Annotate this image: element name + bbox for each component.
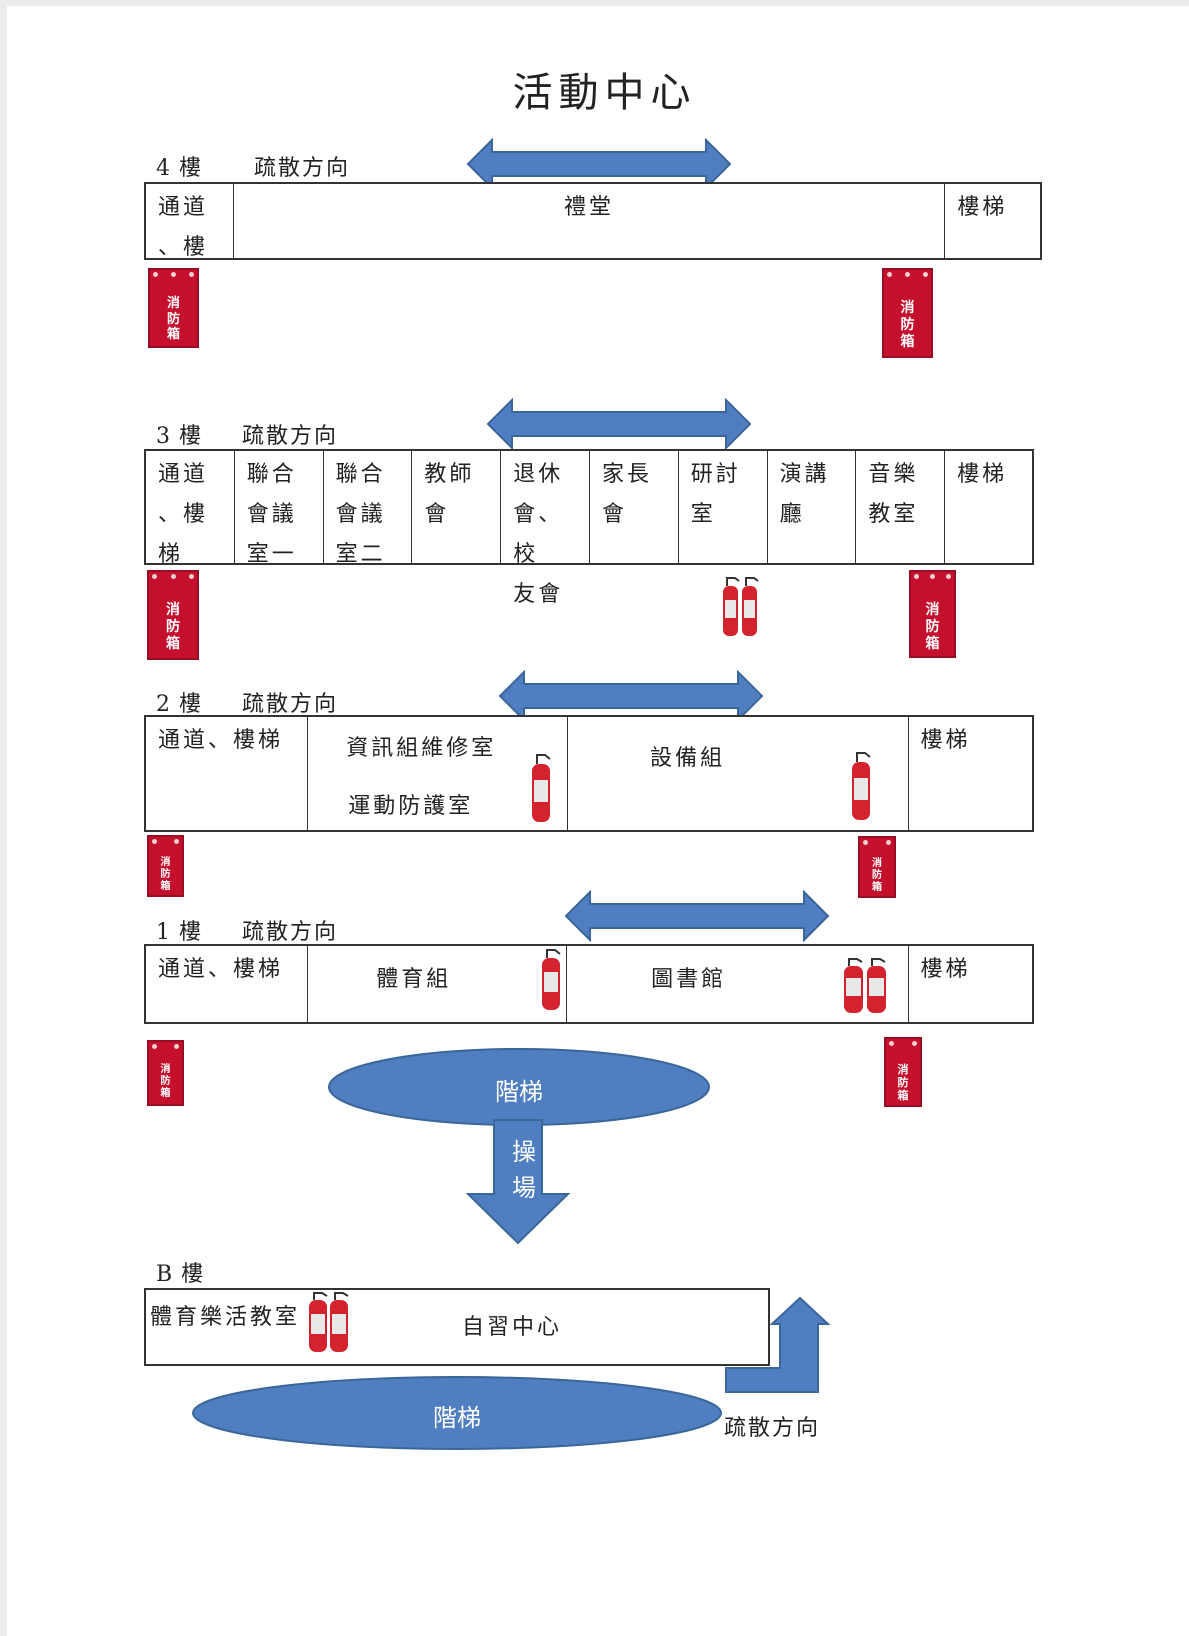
floor-3-label: 3 樓 — [156, 424, 202, 449]
floor-1-label: 1 樓 — [156, 920, 202, 945]
double-arrow-icon — [466, 138, 732, 190]
floor-1-room-library-label: 圖書館 — [651, 967, 727, 992]
floor-4-row: 通道 、樓梯 禮堂 樓梯 — [144, 182, 1042, 300]
fire-hose-cabinet-icon: 消 防 箱 — [882, 268, 933, 358]
stairs-label: 階梯 — [433, 1404, 481, 1432]
floor-1-room-sports: 體育組 — [308, 946, 568, 1022]
fire-extinguisher-icon — [309, 1292, 349, 1352]
floor-4-room-corridor: 通道 、樓梯 — [146, 184, 234, 300]
fire-hose-cabinet-icon: 消 防 箱 — [909, 570, 956, 658]
fire-hose-cabinet-icon: 消 防 箱 — [147, 835, 184, 897]
down-arrow-icon — [465, 1119, 571, 1245]
floor-4-room-auditorium: 禮堂 — [234, 184, 946, 258]
floor-1-room-corridor: 通道、樓梯 — [146, 946, 309, 1022]
floor-3-room-teachers: 教師 會 — [412, 451, 502, 563]
floor-3-row: 通道 、樓梯 聯合 會議 室一 聯合 會議 室二 教師 會 退休 會、校 友會 … — [144, 449, 1034, 607]
floor-3-room-alumni: 退休 會、校 友會 — [501, 451, 590, 607]
floor-2-room-sports-care-label: 運動防護室 — [348, 794, 474, 819]
fire-extinguisher-icon — [723, 577, 759, 636]
floor-3-room-conference-2: 聯合 會議 室二 — [324, 451, 413, 567]
fire-hose-cabinet-icon: 消 防 箱 — [148, 268, 199, 348]
fire-extinguisher-icon — [844, 958, 886, 1013]
floor-2-evac-label: 疏散方向 — [242, 692, 339, 717]
fire-hose-cabinet-icon: 消 防 箱 — [884, 1037, 922, 1107]
floor-2-room-equipment: 設備組 — [568, 717, 909, 830]
floor-1-room-library: 圖書館 — [567, 946, 909, 1022]
floor-3-room-seminar: 研討 室 — [679, 451, 768, 563]
floor-b-row: 體育樂活教室 自習中心 — [144, 1288, 770, 1366]
floor-3-room-conference-1: 聯合 會議 室一 — [235, 451, 324, 567]
floor-3-room-stairs: 樓梯 — [957, 462, 1008, 487]
floor-2-room-stairs: 樓梯 — [920, 728, 971, 753]
floor-1-room-stairs: 樓梯 — [920, 957, 971, 982]
floor-2-label: 2 樓 — [156, 692, 202, 717]
floor-2-room-corridor: 通道、樓梯 — [146, 717, 309, 830]
double-arrow-icon — [498, 670, 764, 722]
page-title: 活動中心 — [512, 70, 697, 116]
floor-2-row: 通道、樓梯 資訊組維修室 運動防護室 設備組 樓梯 — [144, 715, 1034, 832]
floor-3-room-music: 音樂 教室 — [856, 451, 946, 563]
fire-hose-cabinet-icon: 消 防 箱 — [858, 836, 896, 898]
floor-3-room-lecture-hall: 演講 廳 — [768, 451, 857, 563]
floor-b-room-fitness-label: 體育樂活教室 — [150, 1305, 301, 1330]
fire-extinguisher-icon — [542, 949, 561, 1010]
floor-1-row: 通道、樓梯 體育組 圖書館 樓梯 — [144, 944, 1034, 1024]
floor-2-room-equipment-label: 設備組 — [650, 746, 726, 771]
floor-b-room-study-label: 自習中心 — [462, 1315, 563, 1340]
floor-3-room-parents: 家長 會 — [590, 451, 679, 563]
playground-label: 操 場 — [512, 1138, 536, 1202]
floor-1-evac-label: 疏散方向 — [242, 920, 339, 945]
floor-4-label: 4 樓 — [156, 156, 202, 181]
fire-extinguisher-icon — [532, 754, 551, 822]
floor-b-label: B 樓 — [156, 1262, 205, 1287]
stairs-label: 階梯 — [495, 1078, 543, 1106]
fire-extinguisher-icon — [852, 752, 871, 820]
floor-3-room-corridor: 通道 、樓梯 — [146, 451, 235, 567]
floor-4-evac-label: 疏散方向 — [254, 156, 351, 181]
double-arrow-icon — [564, 890, 830, 942]
fire-hose-cabinet-icon: 消 防 箱 — [147, 1040, 184, 1106]
fire-hose-cabinet-icon: 消 防 箱 — [147, 570, 199, 660]
floor-3-evac-label: 疏散方向 — [242, 424, 339, 449]
double-arrow-icon — [486, 398, 752, 450]
floor-1-room-sports-label: 體育組 — [376, 967, 452, 992]
floor-2-room-it-repair: 資訊組維修室 運動防護室 — [308, 717, 569, 830]
floor-4-room-stairs: 樓梯 — [957, 195, 1008, 220]
floor-b-evac-label: 疏散方向 — [724, 1416, 821, 1441]
floor-b-room: 體育樂活教室 自習中心 — [146, 1290, 768, 1364]
stairs-ellipse — [192, 1376, 722, 1450]
up-turn-arrow-icon — [725, 1296, 831, 1393]
floor-2-room-it-repair-label: 資訊組維修室 — [346, 736, 497, 761]
